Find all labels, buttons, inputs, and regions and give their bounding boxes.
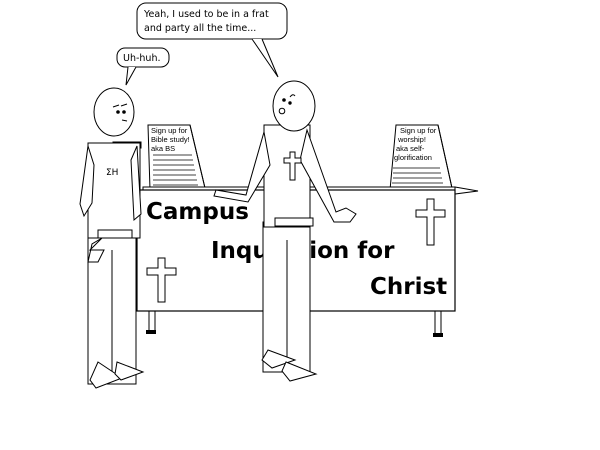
sign-worship: Sign up for worship! aka self- glorifica… <box>389 124 453 191</box>
cross-icon <box>146 257 177 303</box>
banner-line-christ: Christ <box>370 274 447 300</box>
speech-bubble-right-man: Yeah, I used to be in a frat and party a… <box>136 2 288 78</box>
right-man <box>213 80 357 382</box>
left-man-head <box>93 87 135 137</box>
sign-right-line-3: aka self- <box>396 144 425 153</box>
right-man-belt <box>274 217 314 227</box>
right-man-head <box>272 80 316 132</box>
bubble-line-1: Yeah, I used to be in a frat <box>143 9 269 20</box>
sign-left-line-1: Sign up for <box>151 126 188 135</box>
speech-bubble-left-man: Uh-huh. <box>116 47 170 86</box>
sign-left-line-2: Bible study! <box>151 135 190 144</box>
left-man-belt <box>97 229 133 239</box>
shirt-cross-icon <box>283 151 302 181</box>
bubble-line-uh-huh: Uh-huh. <box>123 53 161 64</box>
sign-right-line-1: Sign up for <box>400 126 437 135</box>
cross-icon <box>415 198 446 246</box>
sign-bible-study: Sign up for Bible study! aka BS <box>147 124 206 191</box>
bubble-line-2: and party all the time... <box>144 23 256 34</box>
sign-right-line-4: glorification <box>394 153 432 162</box>
sign-right-line-2: worship! <box>397 135 426 144</box>
banner-line-campus: Campus <box>146 199 249 225</box>
sign-left-line-3: aka BS <box>151 144 175 153</box>
shirt-logo: ΣΗ <box>106 168 118 178</box>
right-man-shirt <box>263 124 311 228</box>
left-man: ΣΗ <box>79 87 145 389</box>
